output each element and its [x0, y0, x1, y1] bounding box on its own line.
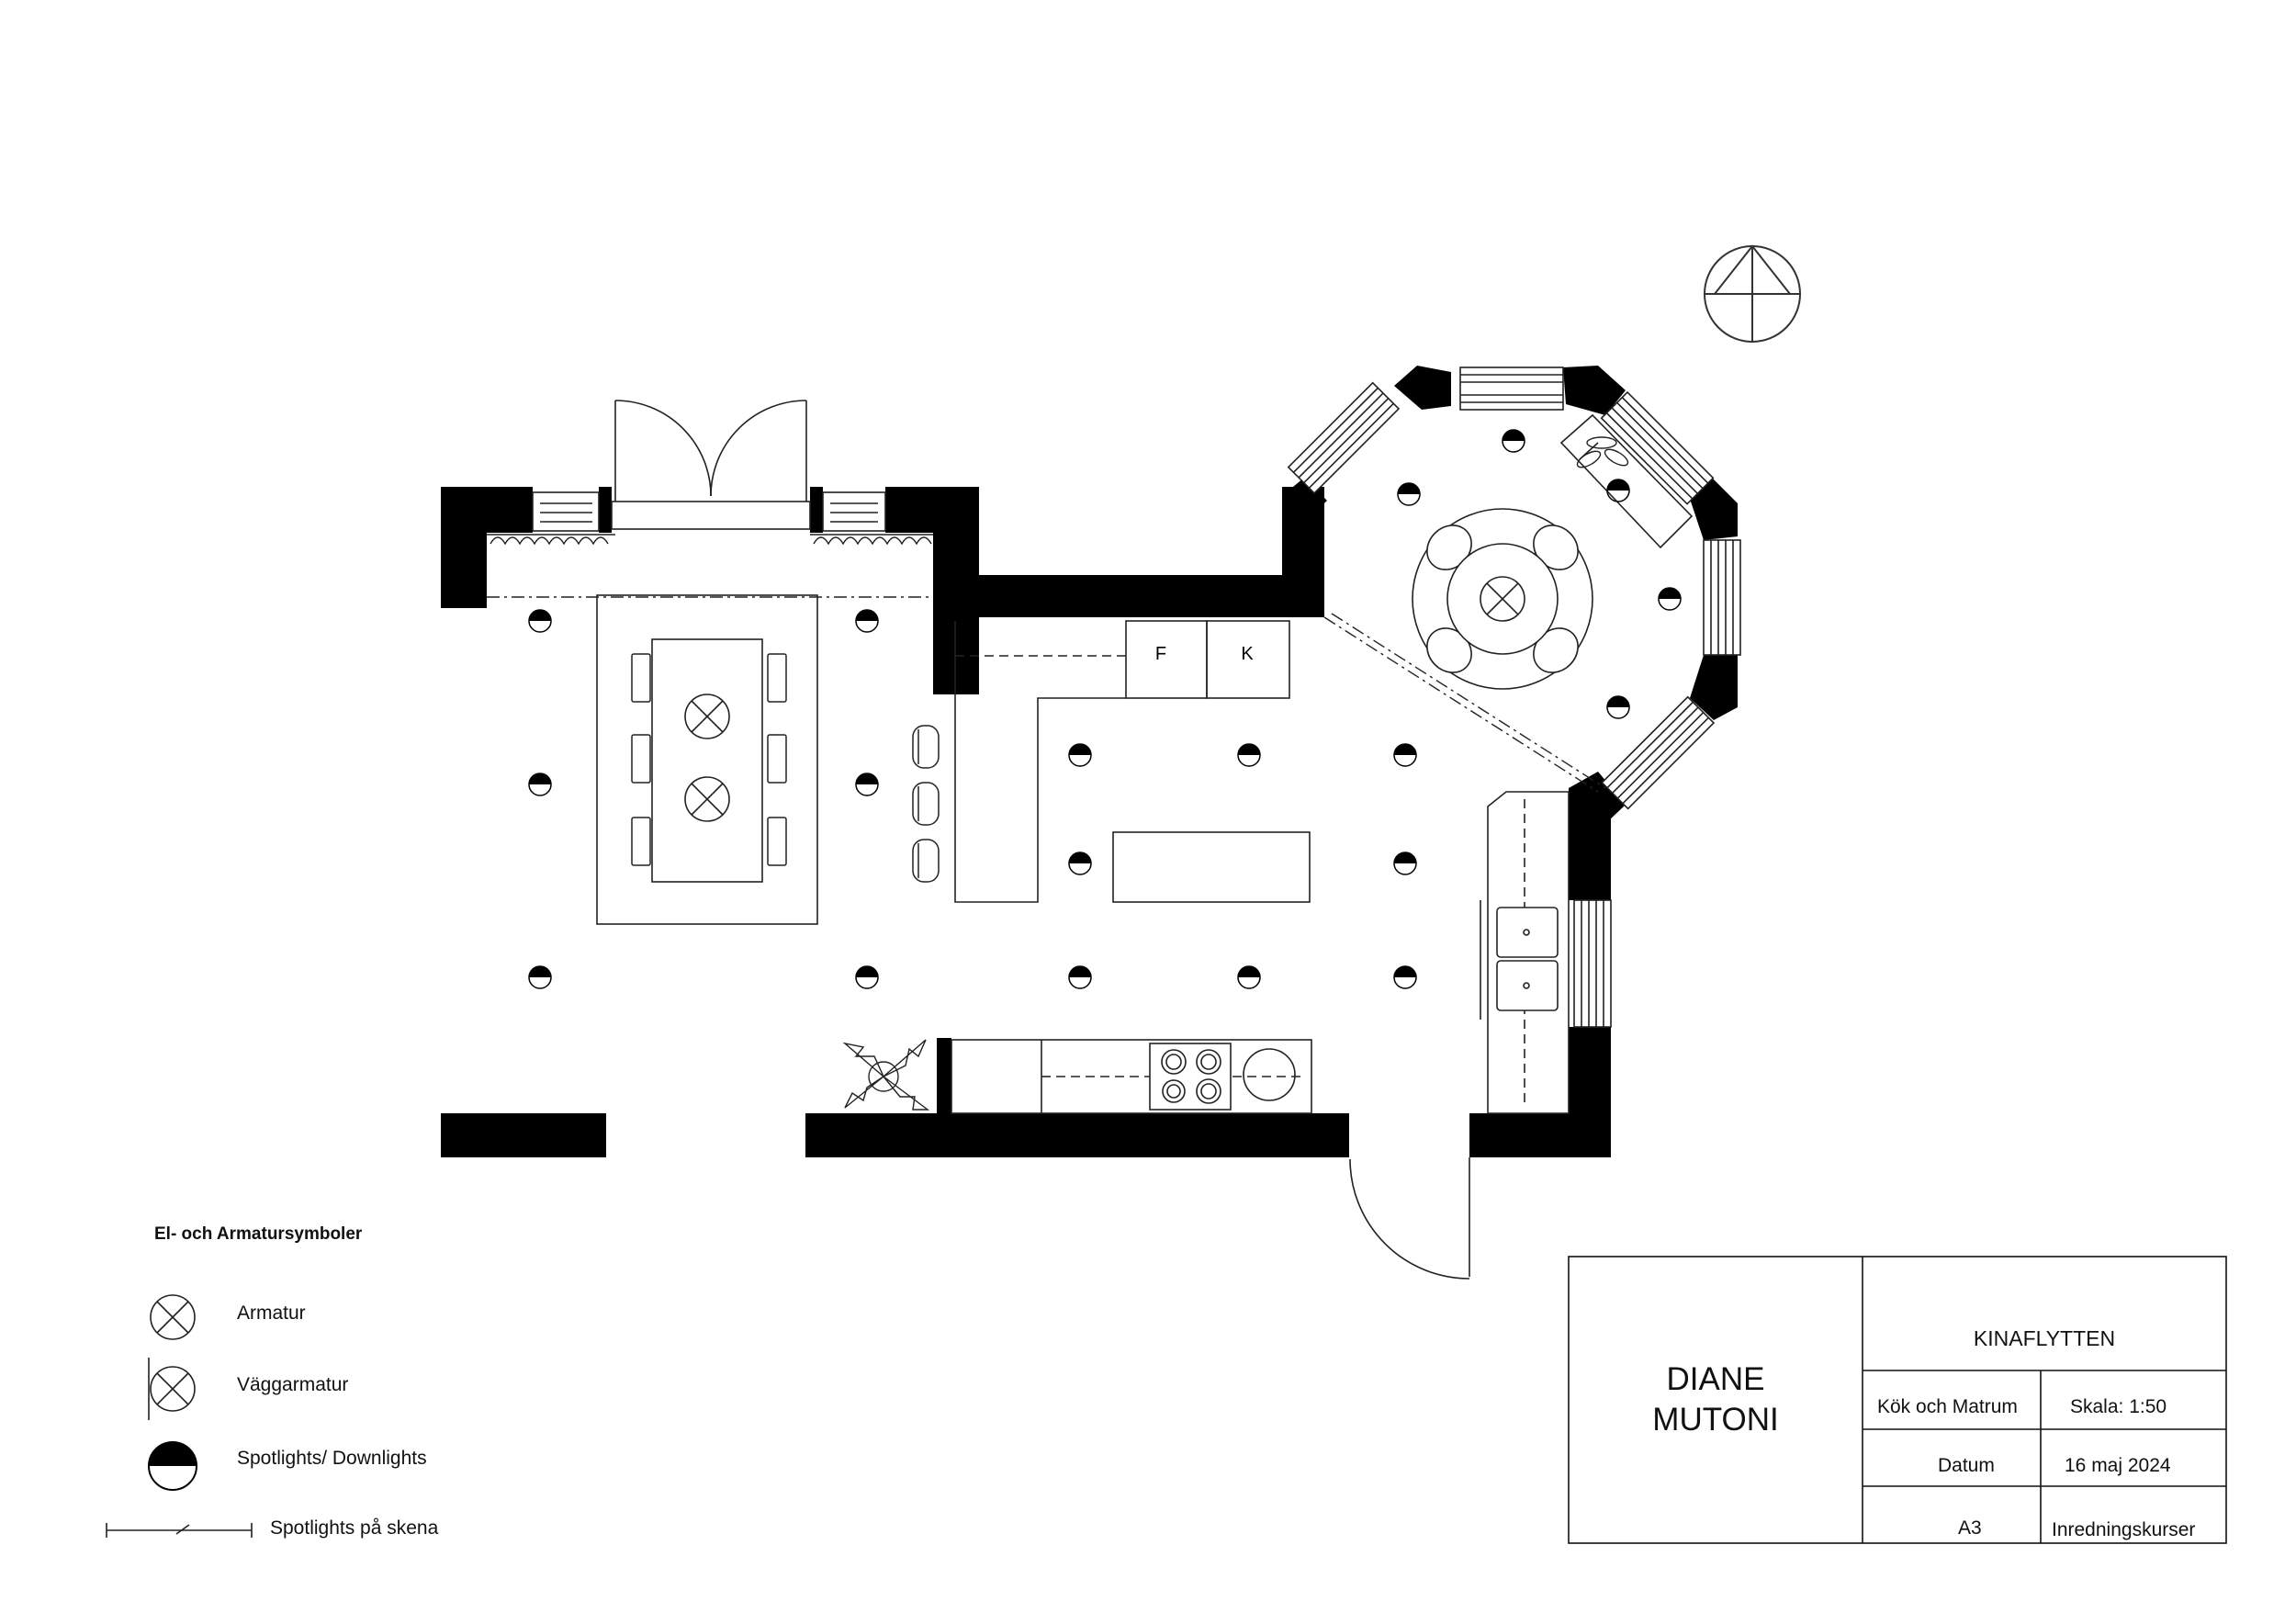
stove-counter: [951, 1039, 1312, 1114]
spotlight-icon: [1393, 851, 1417, 875]
spotlight-icon: [1393, 743, 1417, 767]
spotlight-icon: [855, 609, 879, 633]
sink-counter: [1480, 791, 1570, 1114]
left-windows: [532, 491, 886, 532]
fridge-label: F: [1155, 644, 1166, 664]
title-block: [1568, 1256, 2227, 1544]
spotlight-icon: [1658, 587, 1682, 611]
legend-label-spotlights: Spotlights/ Downlights: [237, 1448, 427, 1469]
spotlight-icon: [1502, 429, 1525, 453]
kitchen-counter: [954, 620, 1311, 903]
entry-door-icon: [1349, 1157, 1470, 1280]
spotlight-icon: [1068, 965, 1092, 989]
spotlight-icon: [855, 965, 879, 989]
date-value: 16 maj 2024: [2065, 1455, 2171, 1476]
spotlight-icon: [1606, 479, 1630, 502]
dining-set: [596, 594, 818, 925]
french-door-icon: [614, 400, 807, 502]
spotlight-icon: [1068, 851, 1092, 875]
date-label: Datum: [1938, 1455, 1995, 1476]
spotlight-icon: [1068, 743, 1092, 767]
spotlight-icon: [1393, 965, 1417, 989]
bar-stools: [912, 725, 940, 883]
curtains: [487, 534, 933, 546]
spotlight-icon: [1606, 695, 1630, 719]
bay-windows: [1287, 367, 1741, 1028]
spotlight-icon: [528, 773, 552, 796]
room-name: Kök och Matrum: [1877, 1396, 2018, 1417]
spotlight-icon: [528, 609, 552, 633]
plant-icon: [842, 1039, 930, 1111]
armatur-legend-icon: [150, 1294, 196, 1340]
spotlight-icon: [1397, 482, 1421, 506]
spotlight-icon: [1237, 965, 1261, 989]
plant-icon: [1576, 436, 1629, 468]
spotlight-icon: [1237, 743, 1261, 767]
spotlight-icon: [528, 965, 552, 989]
project-name: KINAFLYTTEN: [1973, 1326, 2116, 1350]
company-name: Inredningskurser: [2052, 1519, 2196, 1540]
north-compass-icon: [1704, 244, 1801, 343]
legend-label-vaggarmatur: Väggarmatur: [237, 1374, 349, 1395]
freezer-label: K: [1241, 644, 1254, 664]
walls: [441, 366, 1738, 1157]
paper-size: A3: [1958, 1517, 1982, 1539]
legend-label-armatur: Armatur: [237, 1303, 306, 1324]
legend-label-track: Spotlights på skena: [270, 1517, 439, 1539]
scale-value: Skala: 1:50: [2070, 1396, 2167, 1417]
light-track: [487, 596, 1606, 793]
spotlight-legend-icon: [148, 1441, 197, 1491]
track-legend-icon: [106, 1523, 253, 1538]
wall-armatur-legend-icon: [148, 1358, 196, 1420]
designer-first-name: DIANE: [1666, 1361, 1765, 1397]
legend-title: El- och Armatursymboler: [154, 1224, 363, 1244]
spotlight-icon: [855, 773, 879, 796]
designer-name: DIANE MUTONI: [1569, 1359, 1863, 1440]
designer-last-name: MUTONI: [1652, 1402, 1779, 1438]
